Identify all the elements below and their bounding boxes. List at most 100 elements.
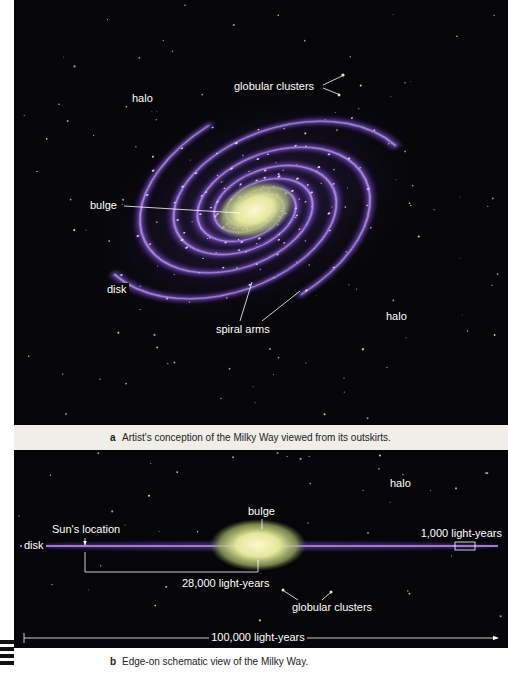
arm-star bbox=[296, 261, 298, 262]
figure-caption: Edge-on schematic view of the Milky Way. bbox=[122, 655, 308, 668]
arm-star bbox=[294, 207, 297, 209]
star bbox=[158, 531, 160, 533]
star bbox=[18, 515, 19, 516]
arm-star bbox=[311, 206, 313, 207]
part-label: halo bbox=[130, 92, 155, 105]
star bbox=[107, 19, 108, 20]
star bbox=[154, 605, 156, 607]
star bbox=[73, 65, 75, 67]
star bbox=[100, 565, 101, 566]
spiral-arm bbox=[99, 147, 357, 333]
arm-star bbox=[310, 191, 313, 194]
star bbox=[28, 356, 29, 357]
star bbox=[125, 524, 126, 525]
spiral-arm bbox=[99, 147, 357, 333]
part-label: bulge bbox=[246, 505, 277, 518]
star bbox=[67, 120, 69, 122]
star bbox=[173, 362, 175, 364]
star bbox=[73, 229, 75, 231]
arm-star bbox=[176, 219, 179, 222]
star bbox=[65, 413, 67, 415]
arm-star bbox=[307, 184, 310, 186]
star bbox=[309, 456, 310, 457]
star bbox=[300, 458, 302, 460]
star bbox=[259, 619, 261, 621]
star bbox=[386, 367, 387, 368]
part-label: disk bbox=[22, 539, 46, 552]
arm-star bbox=[298, 228, 300, 230]
star bbox=[305, 362, 306, 363]
star bbox=[156, 346, 158, 348]
star bbox=[500, 615, 502, 617]
galaxy-bulge bbox=[206, 169, 304, 251]
star bbox=[362, 490, 363, 491]
star bbox=[62, 373, 63, 374]
star bbox=[494, 334, 496, 336]
arm-star bbox=[267, 153, 269, 155]
arm-star bbox=[205, 191, 208, 193]
star bbox=[252, 386, 254, 388]
arm-star bbox=[273, 277, 275, 279]
arm-star bbox=[347, 157, 350, 160]
star bbox=[278, 357, 280, 359]
star bbox=[163, 40, 164, 41]
star bbox=[151, 111, 153, 113]
arm-star bbox=[185, 246, 188, 249]
arm-star bbox=[255, 179, 258, 182]
part-label: 28,000 light-years bbox=[180, 577, 271, 590]
arm-star bbox=[230, 167, 234, 170]
star bbox=[150, 463, 151, 464]
part-label: bulge bbox=[88, 199, 119, 212]
star bbox=[88, 589, 90, 591]
arm-star bbox=[327, 153, 330, 156]
arm-star bbox=[351, 117, 354, 119]
star bbox=[172, 50, 174, 52]
globular-cluster bbox=[338, 94, 341, 97]
star bbox=[255, 402, 256, 403]
star bbox=[229, 368, 231, 370]
figure-caption: b bbox=[110, 655, 116, 668]
star bbox=[201, 94, 203, 96]
arm-star bbox=[304, 201, 307, 203]
arm-star bbox=[223, 187, 225, 189]
star bbox=[390, 96, 391, 97]
corner-mark bbox=[0, 640, 14, 665]
arm-star bbox=[275, 162, 276, 163]
arm-star bbox=[207, 238, 208, 239]
arm-star bbox=[332, 266, 335, 268]
star bbox=[392, 14, 394, 16]
star bbox=[309, 483, 311, 485]
star bbox=[184, 4, 186, 6]
arm-star bbox=[157, 265, 158, 266]
arm-star bbox=[174, 274, 176, 275]
arm-star bbox=[240, 241, 243, 244]
star bbox=[455, 487, 457, 489]
arm-star bbox=[146, 194, 149, 197]
part-label: globular clusters bbox=[290, 601, 374, 614]
star bbox=[367, 532, 369, 534]
star bbox=[93, 135, 94, 136]
star bbox=[278, 15, 280, 17]
arm-star bbox=[136, 235, 139, 238]
globular-cluster bbox=[330, 591, 333, 594]
star bbox=[406, 337, 407, 338]
star bbox=[232, 456, 234, 458]
star bbox=[344, 391, 345, 392]
caption-strip bbox=[14, 425, 508, 450]
star bbox=[356, 289, 357, 290]
leader-lines bbox=[124, 76, 342, 321]
arm-star bbox=[256, 243, 258, 244]
star bbox=[467, 330, 468, 331]
arm-star bbox=[306, 223, 308, 224]
spiral-arm bbox=[183, 121, 396, 320]
star bbox=[156, 119, 157, 120]
star bbox=[362, 348, 364, 350]
star bbox=[97, 452, 99, 454]
arm-star bbox=[366, 204, 369, 206]
arm-star bbox=[181, 185, 185, 188]
part-label: 1,000 light-years bbox=[419, 527, 504, 540]
arm-star bbox=[296, 214, 299, 216]
arm-star bbox=[216, 152, 218, 154]
arm-star bbox=[217, 174, 219, 176]
arm-star bbox=[296, 164, 297, 165]
